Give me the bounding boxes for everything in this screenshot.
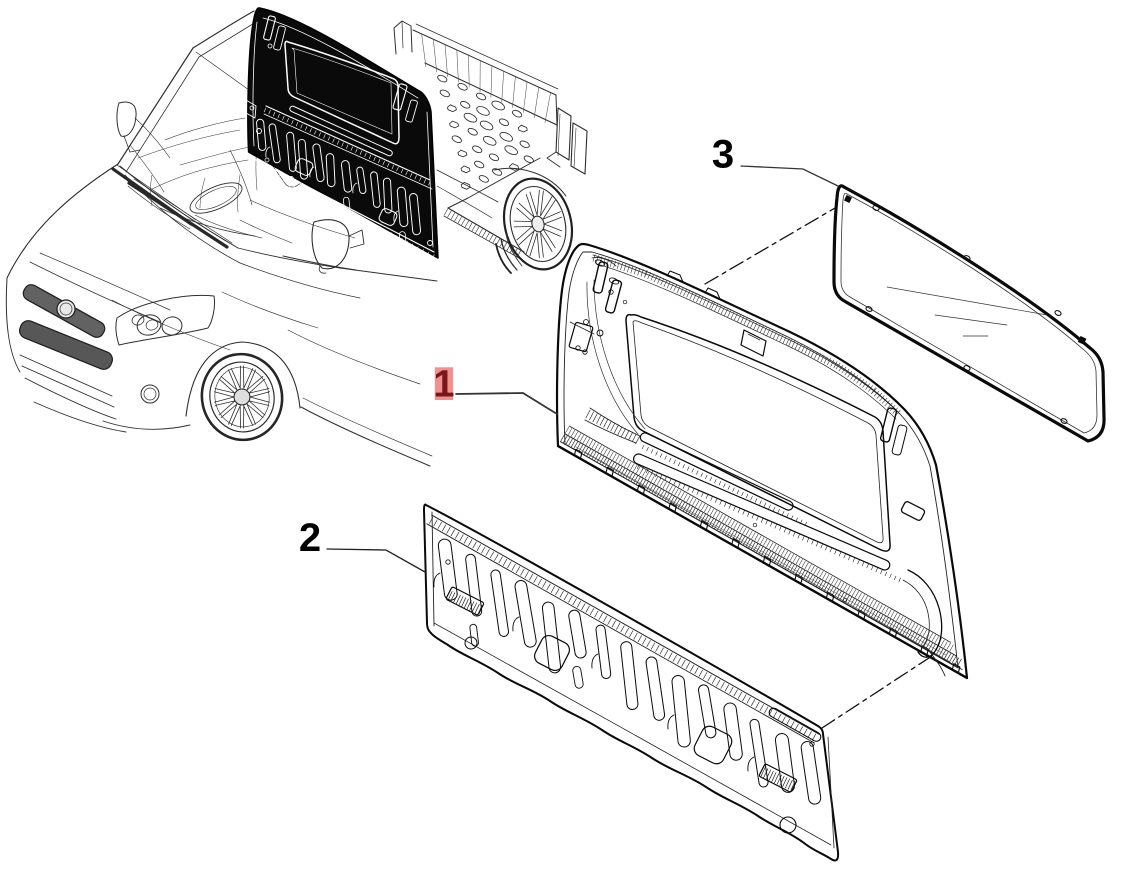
- svg-text:2: 2: [299, 516, 321, 560]
- svg-text:3: 3: [712, 133, 734, 177]
- svg-text:1: 1: [433, 364, 454, 406]
